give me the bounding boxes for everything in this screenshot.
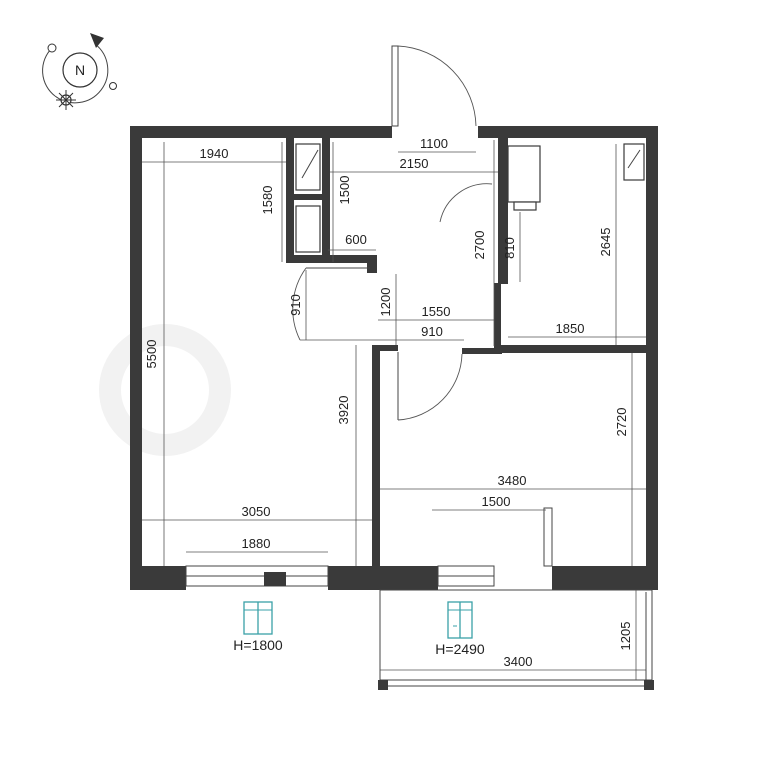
dim-1580: 1580	[260, 186, 275, 215]
dim-3050: 3050	[242, 504, 271, 519]
window-label-1800: H=1800	[233, 637, 283, 653]
dim-1500: 1500	[337, 176, 352, 205]
dim-810: 810	[502, 237, 517, 259]
walls	[130, 126, 658, 590]
dim-3480: 3480	[498, 473, 527, 488]
window-label-2490: H=2490	[435, 641, 485, 657]
dim-3400: 3400	[504, 654, 533, 669]
dim-1200: 1200	[378, 288, 393, 317]
dim-1100: 1100	[420, 136, 448, 151]
dim-2150: 2150	[400, 156, 429, 171]
dimension-labels: 1940 1580 1500 1100 2150 600 2700 810 26…	[144, 136, 633, 669]
dim-1205: 1205	[618, 622, 633, 651]
compass-label: N	[75, 62, 85, 78]
dim-1550: 1550	[422, 304, 451, 319]
balcony	[378, 589, 654, 690]
dim-2720: 2720	[614, 408, 629, 437]
dim-910-center: 910	[421, 324, 443, 339]
dim-1940: 1940	[200, 146, 229, 161]
dim-2645: 2645	[598, 228, 613, 257]
dim-910-left: 910	[288, 294, 303, 316]
dim-2700: 2700	[472, 231, 487, 260]
dim-1500-window: 1500	[482, 494, 511, 509]
balcony-door-icon	[447, 601, 473, 639]
watermark	[99, 324, 231, 456]
sun-icon	[56, 90, 76, 110]
compass-icon: N	[42, 33, 117, 104]
window-bottom-right	[437, 507, 553, 587]
dim-5500: 5500	[144, 340, 159, 369]
entrance-door[interactable]	[391, 45, 477, 127]
window-icon	[243, 601, 273, 635]
dimension-lines	[142, 140, 646, 680]
fixtures	[295, 143, 645, 253]
dim-1850: 1850	[556, 321, 585, 336]
interior-doors	[292, 183, 493, 421]
dim-600: 600	[345, 232, 367, 247]
window-bottom-left	[185, 565, 329, 587]
dim-1880: 1880	[242, 536, 271, 551]
dim-3920: 3920	[336, 396, 351, 425]
